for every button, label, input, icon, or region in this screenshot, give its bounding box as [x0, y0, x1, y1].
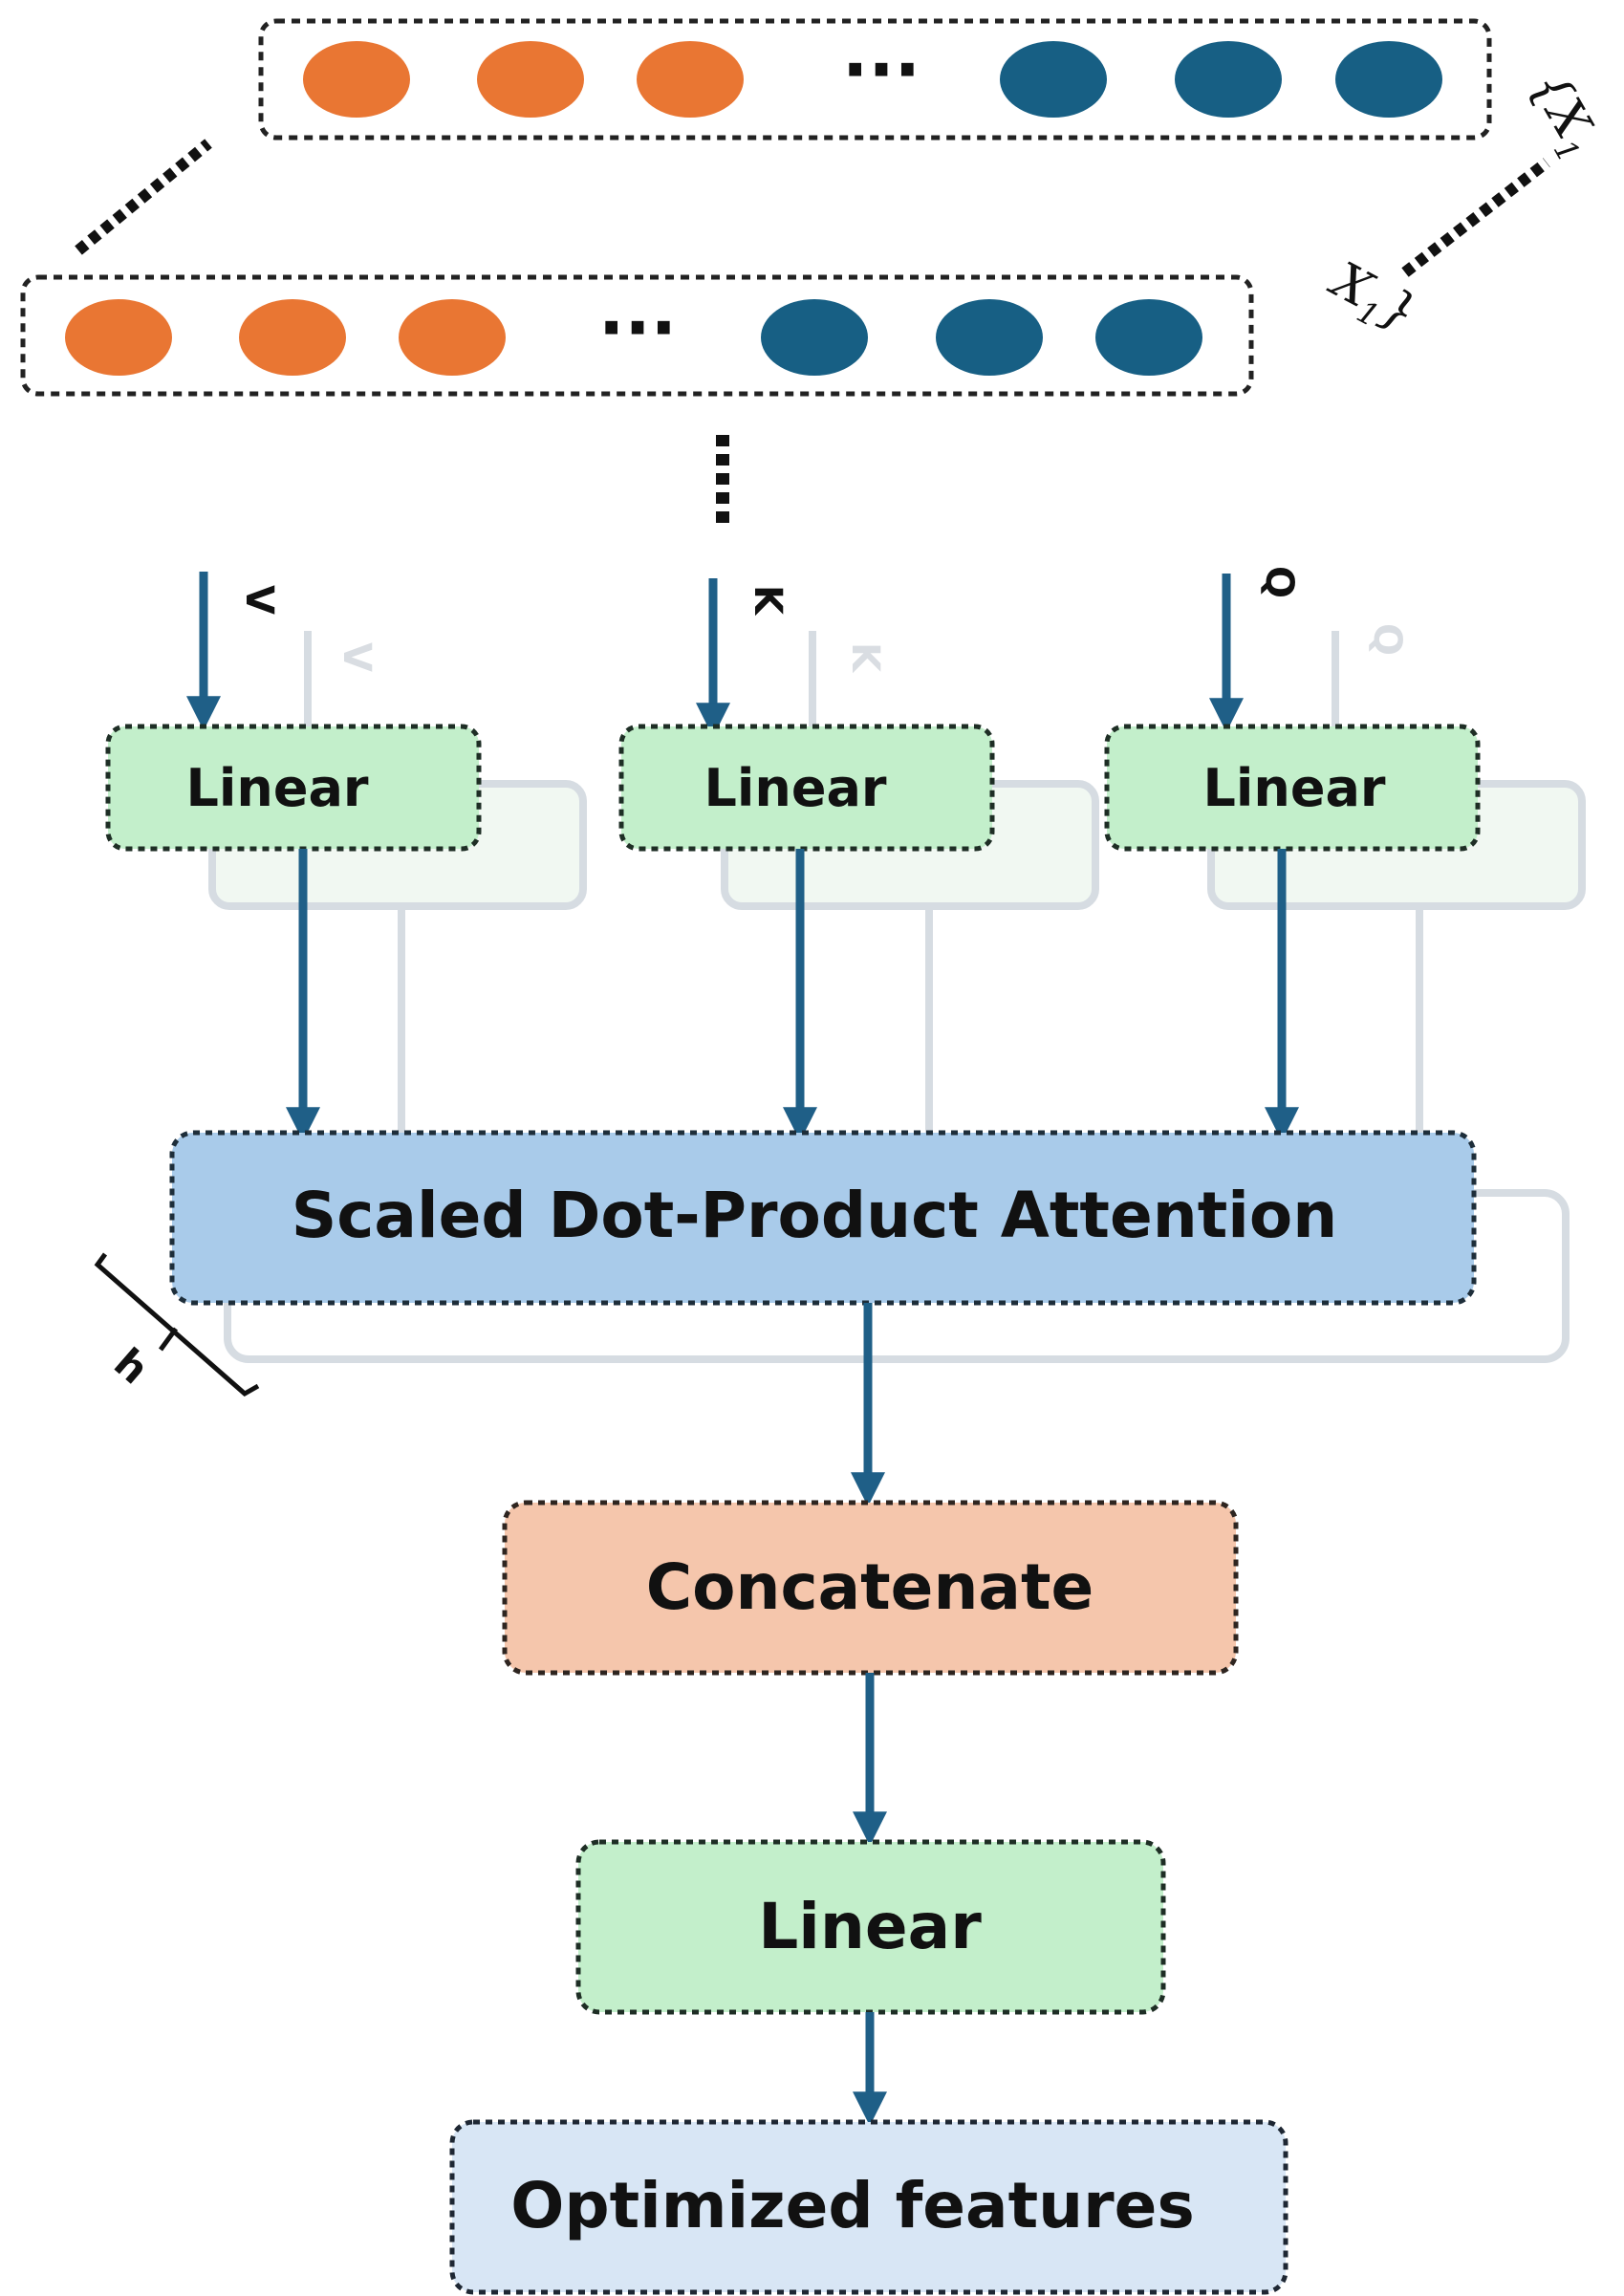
orange-token: [239, 299, 346, 376]
ghost-q-label: Q: [1365, 623, 1409, 656]
depth-connector-right: [1401, 158, 1550, 277]
heads-bracket: [94, 1252, 260, 1397]
token-sequence-front: ···: [20, 274, 1254, 397]
orange-token: [303, 41, 410, 118]
depth-connector-left: [75, 139, 212, 255]
token-sequence-back: ···: [258, 18, 1492, 141]
k-label: K: [746, 585, 790, 617]
blue-token: [1175, 41, 1282, 118]
linear-v-label: Linear: [185, 758, 368, 818]
q-label: Q: [1257, 566, 1301, 598]
blue-token: [1095, 299, 1202, 376]
blue-token: [761, 299, 868, 376]
orange-token: [65, 299, 172, 376]
svg-text:{X1: {X1: [1513, 62, 1612, 169]
blue-token: [1335, 41, 1442, 118]
orange-token: [399, 299, 506, 376]
token-ellipsis: ···: [842, 30, 920, 110]
output-label: Optimized features: [510, 2169, 1194, 2242]
set-label-open: {X1: [1513, 62, 1612, 169]
linear-k-label: Linear: [704, 758, 886, 818]
attention-label: Scaled Dot-Product Attention: [292, 1179, 1337, 1252]
concatenate-box: Concatenate: [502, 1500, 1239, 1676]
linear-k-box: Linear: [618, 724, 995, 852]
concatenate-label: Concatenate: [646, 1550, 1094, 1624]
orange-token: [637, 41, 744, 118]
attention-box: Scaled Dot-Product Attention: [169, 1130, 1477, 1306]
v-label: V: [237, 585, 281, 615]
blue-token: [1000, 41, 1107, 118]
heads-count-label: h: [105, 1339, 158, 1394]
ghost-v-label: V: [335, 642, 379, 672]
linear-q-label: Linear: [1202, 758, 1385, 818]
token-ellipsis: ···: [598, 288, 677, 368]
linear-output-label: Linear: [758, 1890, 982, 1963]
blue-token: [936, 299, 1043, 376]
linear-v-box: Linear: [105, 724, 482, 852]
orange-token: [477, 41, 584, 118]
output-box: Optimized features: [449, 2119, 1288, 2295]
linear-output-box: Linear: [575, 1839, 1166, 2015]
linear-q-box: Linear: [1104, 724, 1481, 852]
ghost-k-label: K: [843, 642, 887, 674]
